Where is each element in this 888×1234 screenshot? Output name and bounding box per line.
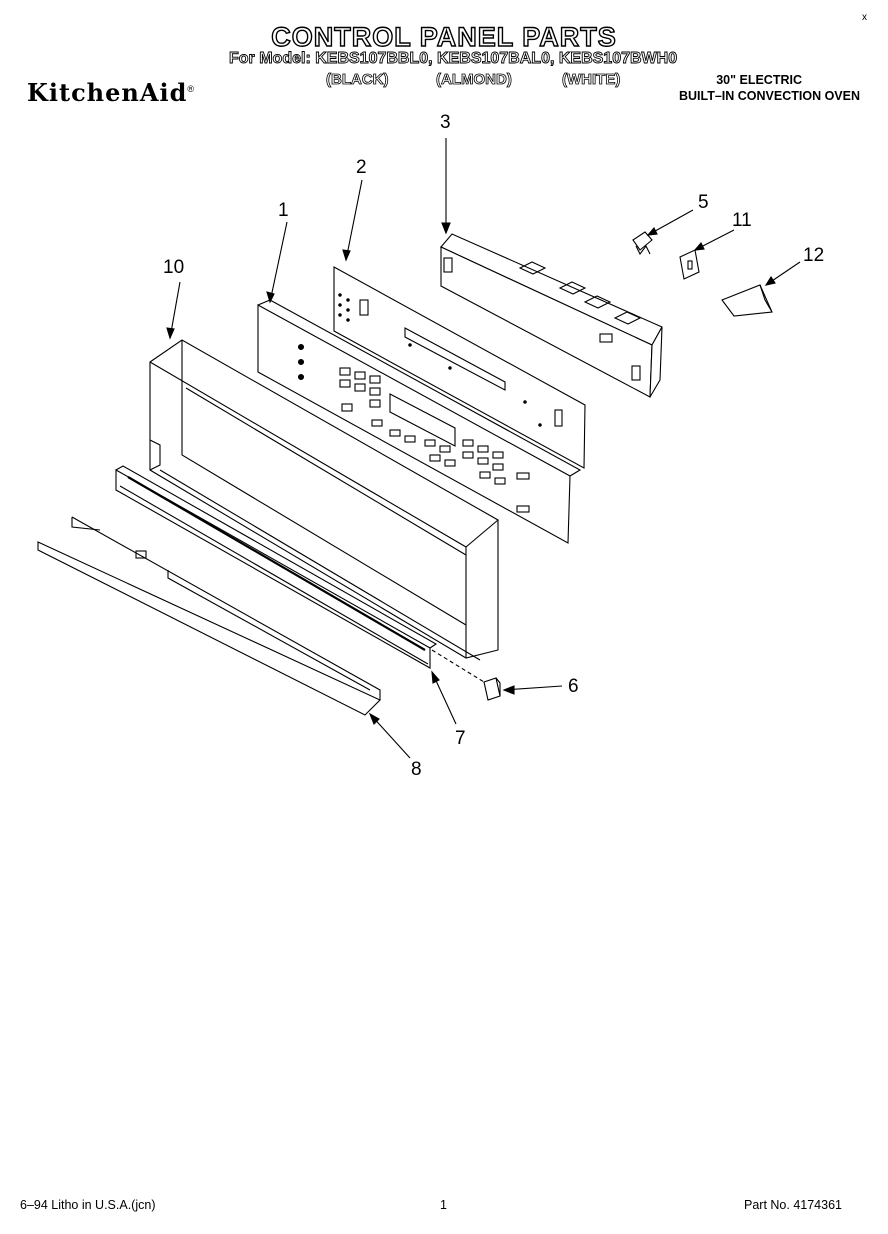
part-5-clip: [632, 231, 653, 256]
corner-mark: x: [862, 12, 867, 23]
model-line: For Model: KEBS107BBL0, KEBS107BAL0, KEB…: [229, 50, 678, 68]
variant-almond: (ALMOND): [436, 71, 513, 89]
callout-1: 1: [278, 200, 289, 221]
page-title: CONTROL PANEL PARTS: [271, 21, 617, 52]
brand-name: KitchenAid: [27, 78, 188, 107]
callout-7: 7: [455, 728, 466, 749]
part-7-trim-strip: [115, 465, 438, 669]
callout-11: 11: [732, 210, 752, 231]
variant-white: (WHITE): [562, 71, 621, 89]
callout-10: 10: [163, 257, 185, 278]
litho-note: 6–94 Litho in U.S.A.(jcn): [20, 1198, 156, 1212]
callout-5: 5: [698, 192, 709, 213]
variant-black: (BLACK): [326, 71, 389, 89]
callout-12: 12: [803, 245, 825, 266]
callout-6: 6: [568, 676, 579, 697]
callout-8: 8: [411, 759, 422, 780]
product-line-2: BUILT–IN CONVECTION OVEN: [678, 89, 860, 103]
part-2-touch-overlay: [333, 266, 586, 469]
product-line-1: 30" ELECTRIC: [716, 73, 802, 87]
part-11-bracket: [679, 249, 700, 280]
callout-leaders: [166, 138, 801, 759]
part-1-control-panel: [257, 299, 582, 544]
part-6-end-cap: [431, 649, 501, 701]
part-3-control-board: [440, 233, 663, 398]
part-number: Part No. 4174361: [744, 1198, 842, 1212]
product-description: 30" ELECTRIC BUILT–IN CONVECTION OVEN: [679, 72, 860, 104]
part-10-trim-frame: [149, 339, 499, 661]
page-number: 1: [440, 1198, 447, 1212]
callout-2: 2: [356, 157, 367, 178]
brand-logo: KitchenAid®: [27, 78, 195, 107]
part-12-shield: [721, 284, 773, 317]
part-8-filler-panel: [37, 516, 381, 716]
registered-mark: ®: [187, 84, 196, 94]
callout-3: 3: [440, 112, 451, 133]
